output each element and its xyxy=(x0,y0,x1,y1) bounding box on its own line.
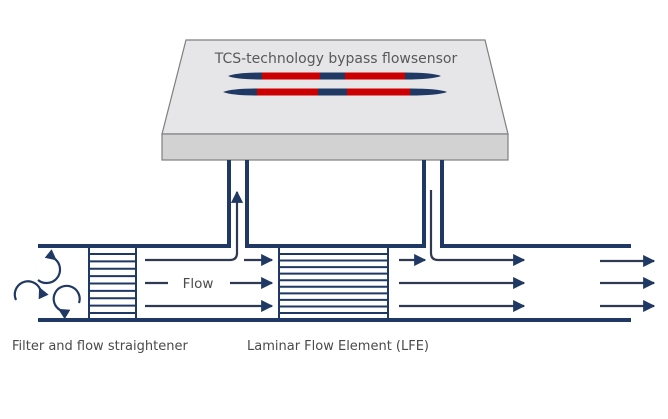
bypass-inlet-flow-line xyxy=(145,190,244,262)
circular-arrow-icon xyxy=(13,280,49,301)
main-pipe xyxy=(38,160,631,322)
sensor-title: TCS-technology bypass flowsensor xyxy=(214,51,458,67)
coil-red-segment xyxy=(257,88,318,96)
sensor-coil-upper xyxy=(228,72,441,80)
pipe-top-wall-right xyxy=(440,160,631,248)
pipe-top-wall-left xyxy=(38,160,231,248)
coil-red-segment xyxy=(345,72,405,80)
circular-arrow-icon xyxy=(52,284,81,320)
pipe-top-wall-middle xyxy=(245,160,426,248)
coil-red-segment xyxy=(347,88,410,96)
sensor-box-front xyxy=(161,133,509,161)
bypass-outlet-flow-line xyxy=(429,190,526,267)
flow-label: Flow xyxy=(183,276,214,292)
sensor-box: TCS-technology bypass flowsensor xyxy=(161,39,509,161)
filter-label: Filter and flow straightener xyxy=(12,339,188,354)
lfe-label: Laminar Flow Element (LFE) xyxy=(247,339,429,354)
coil-red-segment xyxy=(262,72,320,80)
flow-straightener xyxy=(88,246,137,320)
filter-swirls xyxy=(13,249,81,320)
coil-body xyxy=(228,72,441,80)
coil-body xyxy=(223,88,447,96)
flow-arrows: Flow xyxy=(145,190,656,313)
sensor-coil-lower xyxy=(223,88,447,96)
circular-arrow-icon xyxy=(37,249,62,285)
laminar-flow-element xyxy=(278,246,389,320)
